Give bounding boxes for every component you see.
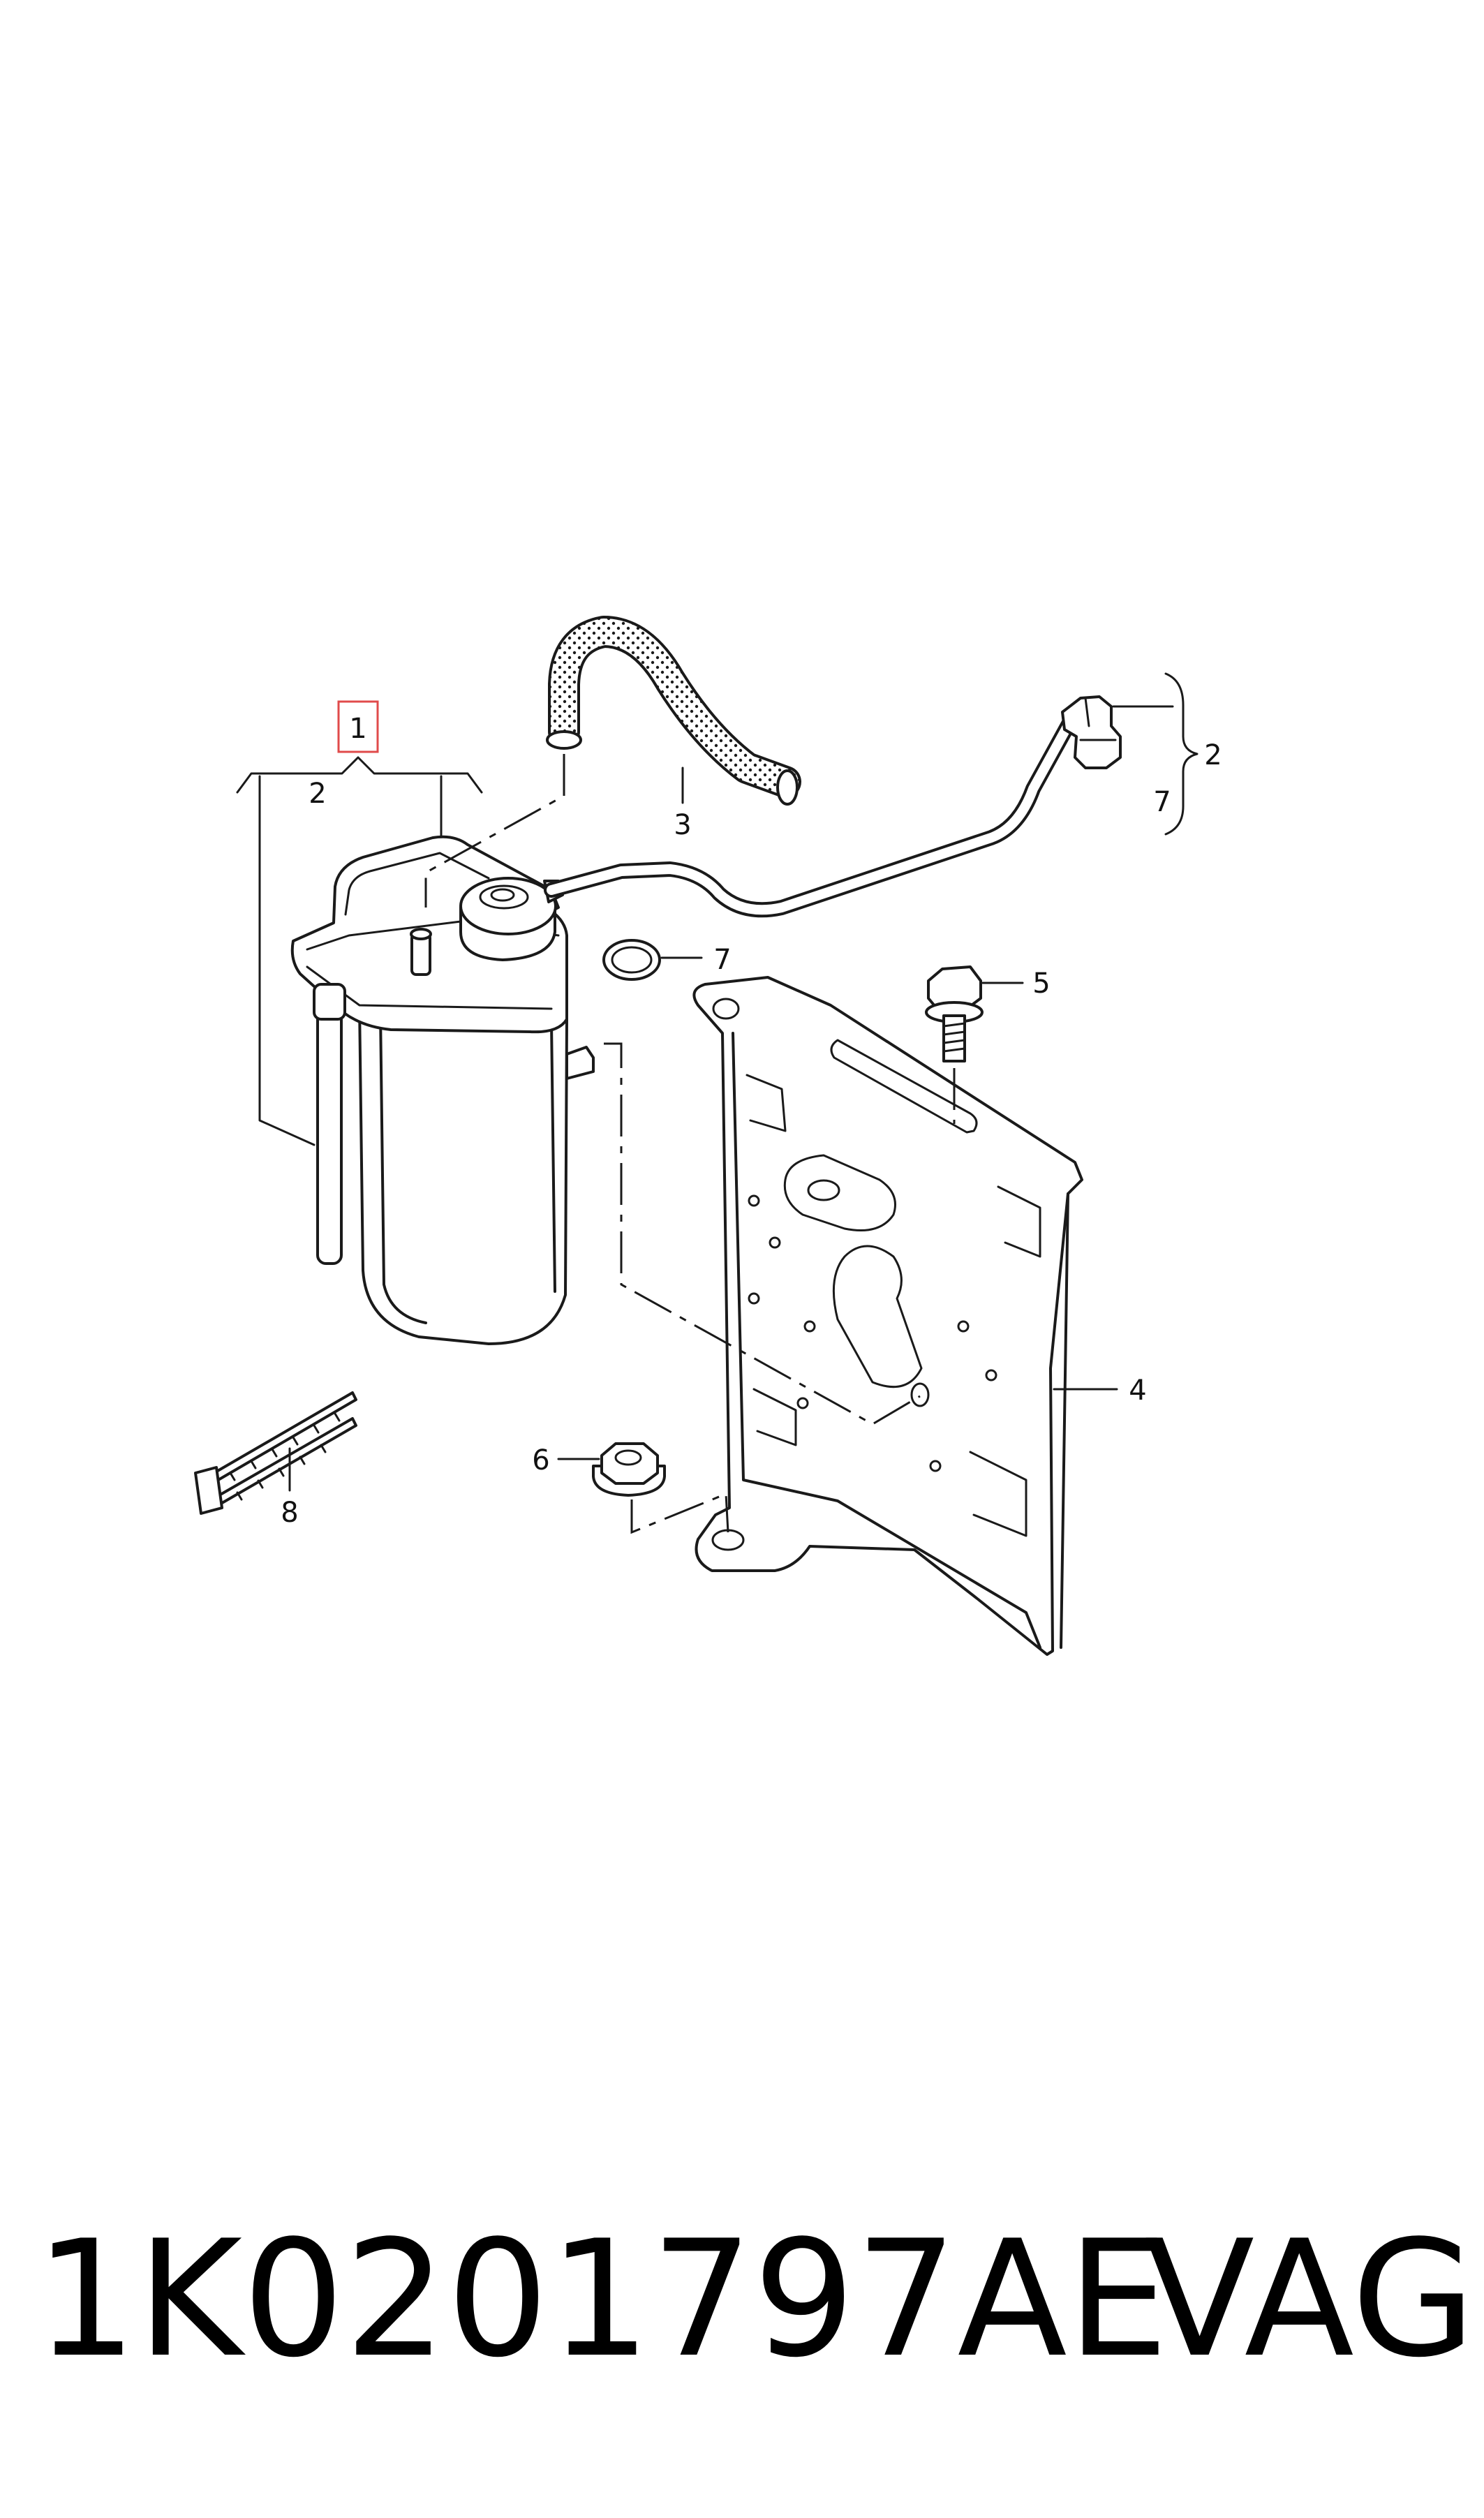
bolt-head (927, 965, 982, 1012)
canister-body-edge (550, 1021, 556, 1293)
callout-1-highlight-box (337, 700, 379, 753)
vent-hose-end-left (546, 730, 582, 750)
bolt-threads (942, 1022, 966, 1053)
valve-cap-center (490, 888, 515, 902)
callout-3-label: 3 (674, 809, 691, 841)
vent-hose-fill (551, 619, 799, 795)
canister-side-vent-pipe-top (313, 983, 346, 1021)
callout-7-ring-label: 7 (713, 944, 731, 976)
nut-hole (614, 1449, 642, 1466)
bracket-hole-e (796, 1397, 809, 1409)
callout-8-label: 8 (281, 1497, 298, 1529)
connector-bracket (1164, 672, 1199, 836)
purge-pipe-quick-connector (1061, 695, 1122, 769)
bracket-keyhole (832, 1245, 923, 1388)
bolt-5: 5 (925, 965, 1051, 1124)
bracket-hole-f (957, 1320, 970, 1333)
callout-1-group: 1 2 (236, 700, 483, 1146)
bracket-rib-left (745, 1074, 787, 1132)
bracket-hole-b (769, 1236, 781, 1249)
bracket-boss (783, 1154, 896, 1231)
bracket-rib-right (997, 1185, 1041, 1258)
cable-tie-head (194, 1466, 223, 1515)
mounting-bracket-4: 4 (692, 976, 1147, 1656)
canister-body-ridge (379, 1011, 427, 1324)
part-number: 1K0201797AE (35, 2207, 1169, 2393)
canister-lid-rim-lower (306, 965, 553, 1010)
nut-6: 6 (532, 1442, 729, 1534)
bracket-hole-top (712, 998, 740, 1020)
callout-7-right-label: 7 (1153, 786, 1171, 818)
bracket-hole-a (748, 1194, 760, 1207)
bracket-hole-g (985, 1369, 997, 1382)
canister-bracket-routing-line (604, 1042, 921, 1425)
o-ring-outer (602, 939, 661, 981)
vent-hose-3: 3 (424, 616, 801, 908)
bracket-hole-lower (910, 1382, 930, 1407)
bracket-hole-h (929, 1460, 942, 1472)
callout-1-label: 1 (349, 713, 366, 745)
purge-pipe: 2 7 (544, 672, 1222, 918)
bracket-boss-hole (807, 1179, 840, 1201)
purge-pipe-outline (544, 711, 1079, 918)
callout-1-bracket (236, 756, 483, 794)
bracket-plate-fold (732, 1032, 1041, 1649)
bracket-plate-outline (692, 976, 1083, 1656)
canister-center-nipple-top (410, 928, 432, 940)
carbon-canister (290, 835, 595, 1345)
bracket-hole-c (748, 1292, 760, 1305)
vent-hose-routing-line (424, 754, 565, 908)
callout-2-right-label: 2 (1204, 739, 1222, 771)
purge-pipe-fill (547, 714, 1076, 915)
callout-6-label: 6 (532, 1444, 549, 1476)
bracket-rib-lower (969, 1451, 1027, 1537)
bracket-slot-top (830, 1039, 978, 1134)
o-ring-inner (611, 946, 653, 974)
vent-hose-end-right (776, 769, 799, 806)
cable-tie-8: 8 (194, 1391, 357, 1529)
canister-body (358, 1004, 568, 1345)
callout-5-label: 5 (1032, 968, 1050, 1000)
canister-side-clip (565, 1046, 595, 1080)
nut-routing-line (630, 1492, 729, 1534)
bracket-plate-right-edge (1060, 1192, 1069, 1649)
cable-tie-teeth (229, 1412, 341, 1501)
o-ring-7: 7 (602, 939, 732, 981)
bracket-hole-d (803, 1320, 816, 1333)
purge-pipe-connector-detail (1079, 697, 1117, 741)
brand-name: VAG (1145, 2207, 1476, 2393)
valve-cap-inner (479, 884, 529, 910)
canister-lid-top-ridge (344, 852, 490, 916)
bolt-shank (942, 1014, 966, 1062)
callout-4-label: 4 (1129, 1375, 1146, 1407)
valve-cap-top (459, 877, 557, 935)
canister-side-vent-pipe (316, 997, 343, 1265)
callout-2-left-label: 2 (309, 778, 326, 810)
bracket-rib-lower-left (752, 1388, 797, 1446)
leader-1-to-canister-left (258, 775, 316, 1146)
